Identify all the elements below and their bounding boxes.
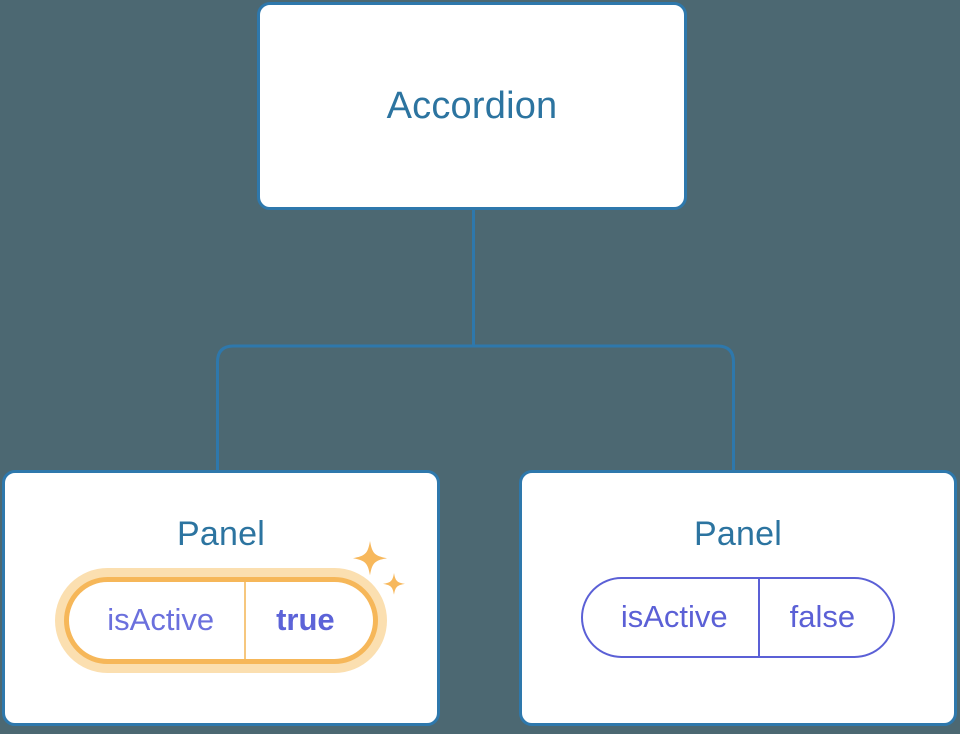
node-accordion-title: Accordion (386, 85, 558, 127)
connector-branch-bar (216, 344, 735, 470)
prop-value: true (244, 582, 373, 659)
prop-pill-is-active-true[interactable]: isActive true (64, 577, 378, 664)
sparkle-large-icon (352, 541, 387, 576)
node-panel-active[interactable]: Panel isActive true (2, 470, 440, 726)
node-accordion[interactable]: Accordion (257, 2, 687, 210)
node-panel-active-title: Panel (177, 515, 265, 553)
prop-value: false (757, 579, 893, 656)
prop-pill-inactive-wrapper: isActive false (580, 577, 896, 658)
prop-key: isActive (107, 602, 215, 637)
node-panel-inactive[interactable]: Panel isActive false (519, 470, 957, 726)
prop-pill-active-wrapper: isActive true (64, 541, 405, 664)
node-panel-inactive-title: Panel (694, 515, 782, 553)
prop-pill-is-active-false[interactable]: isActive false (580, 577, 896, 658)
sparkle-small-icon (382, 573, 405, 595)
prop-key: isActive (620, 599, 728, 634)
